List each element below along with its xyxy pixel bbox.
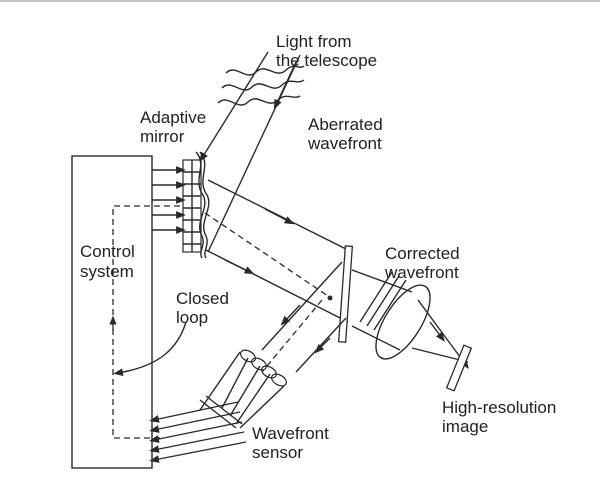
- label-control-system: Control system: [80, 242, 135, 281]
- svg-text:Closed: Closed: [176, 289, 229, 308]
- label-light-from-telescope: Light from the telescope: [276, 32, 377, 70]
- label-closed-loop: Closed loop: [176, 289, 229, 327]
- label-high-resolution-image: High-resolution image: [442, 398, 556, 436]
- svg-text:High-resolution: High-resolution: [442, 398, 556, 417]
- sensor-beam: [261, 261, 347, 373]
- svg-text:image: image: [442, 417, 488, 436]
- svg-text:sensor: sensor: [252, 443, 303, 462]
- svg-text:Adaptive: Adaptive: [140, 108, 206, 127]
- svg-text:system: system: [80, 262, 134, 281]
- sensor-to-control-arrows: [149, 401, 247, 463]
- svg-text:Control: Control: [80, 242, 135, 261]
- svg-text:wavefront: wavefront: [384, 263, 459, 282]
- wavefront-sensor: [199, 349, 287, 429]
- svg-text:mirror: mirror: [140, 127, 185, 146]
- incoming-beam: [199, 51, 301, 253]
- svg-text:loop: loop: [176, 308, 208, 327]
- svg-text:Wavefront: Wavefront: [252, 424, 329, 443]
- label-adaptive-mirror: Adaptive mirror: [140, 108, 206, 146]
- label-aberrated-wavefront: Aberrated wavefront: [307, 115, 383, 153]
- svg-text:Corrected: Corrected: [385, 244, 460, 263]
- adaptive-mirror: [182, 151, 210, 259]
- image-plane: [445, 344, 473, 392]
- focusing-lens: [375, 284, 431, 360]
- corrected-wavefront: [351, 269, 413, 351]
- label-corrected-wavefront: Corrected wavefront: [384, 244, 460, 282]
- control-to-mirror-arrows: [152, 166, 186, 234]
- svg-text:the telescope: the telescope: [276, 51, 377, 70]
- svg-text:Light from: Light from: [276, 32, 352, 51]
- aberrated-wavefront-squiggles: [217, 65, 305, 106]
- label-wavefront-sensor: Wavefront sensor: [252, 424, 329, 462]
- svg-text:wavefront: wavefront: [307, 134, 382, 153]
- closed-loop-path: [109, 205, 187, 439]
- svg-text:Aberrated: Aberrated: [308, 115, 383, 134]
- control-system-box: [71, 155, 153, 469]
- reflected-beam: [204, 179, 353, 323]
- beam-splitter: [337, 245, 354, 343]
